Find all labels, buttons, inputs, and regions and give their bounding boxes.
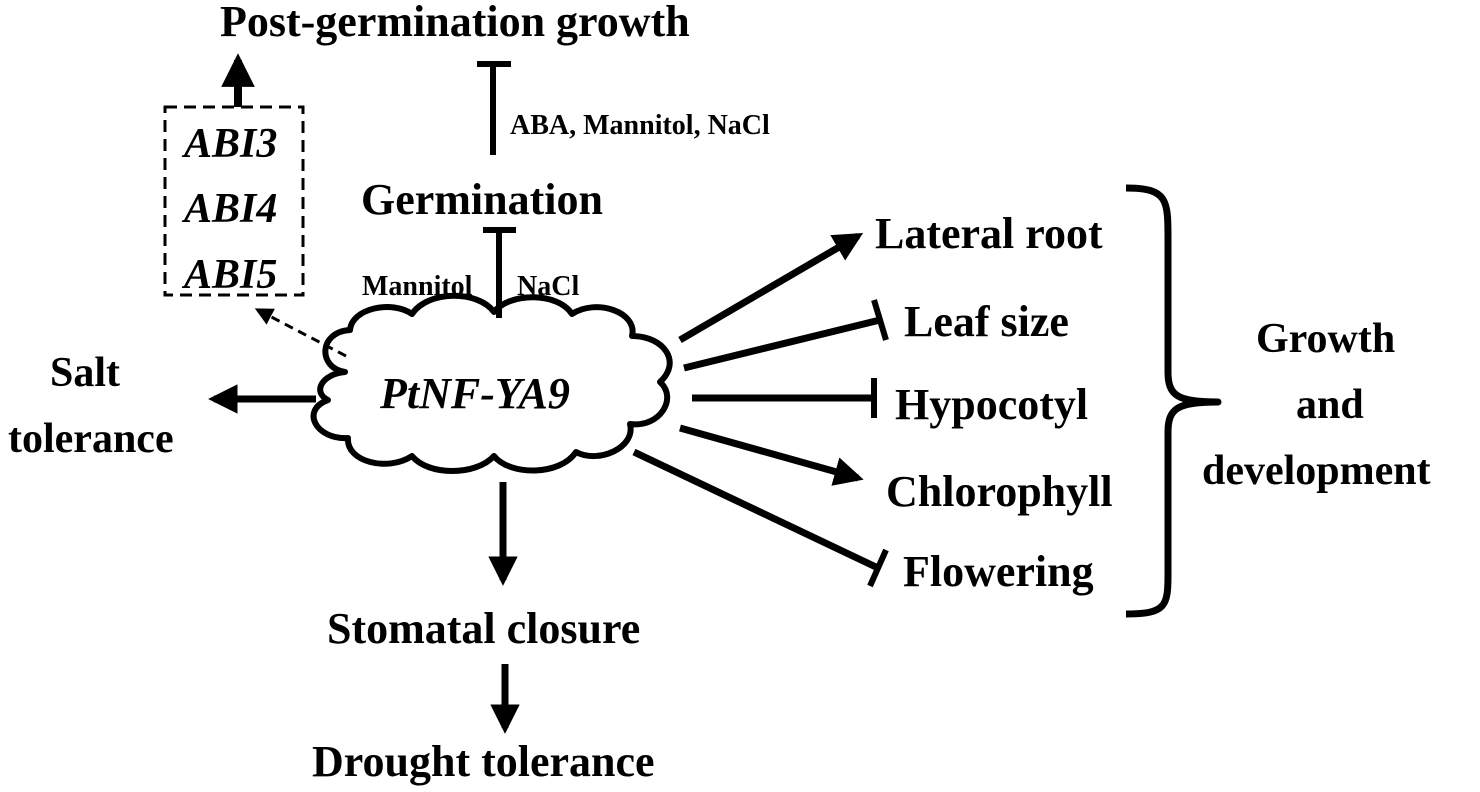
label-germination: Germination bbox=[361, 175, 603, 224]
label-abi5: ABI5 bbox=[184, 252, 278, 298]
growth-brace bbox=[1125, 184, 1222, 618]
inhibit-bar-flowering bbox=[867, 548, 889, 588]
label-development: development bbox=[1202, 448, 1431, 494]
label-abi4: ABI4 bbox=[184, 186, 278, 232]
label-gene-ptnf-ya9: PtNF-YA9 bbox=[380, 369, 570, 418]
label-flowering: Flowering bbox=[903, 547, 1094, 596]
arrow-gene-to-chlorophyll bbox=[679, 424, 864, 486]
label-lateral-root: Lateral root bbox=[875, 209, 1103, 258]
label-leaf-size: Leaf size bbox=[904, 297, 1069, 346]
arrow-gene-to-lateral-root bbox=[678, 232, 864, 344]
dashed-arrow-gene-to-abi bbox=[254, 308, 347, 358]
inhibit-gene-to-flowering bbox=[632, 448, 880, 572]
label-growth: Growth bbox=[1256, 316, 1396, 362]
label-abi3: ABI3 bbox=[184, 121, 278, 167]
label-mannitol: Mannitol bbox=[362, 271, 473, 302]
label-salt-tolerance-line2: tolerance bbox=[8, 416, 174, 462]
inhibit-gene-to-leaf-size bbox=[683, 316, 881, 372]
inhibit-bar-leaf-size bbox=[871, 299, 889, 341]
label-and: and bbox=[1296, 382, 1364, 428]
label-salt-tolerance-line1: Salt bbox=[50, 350, 121, 396]
label-stomatal-closure: Stomatal closure bbox=[327, 604, 641, 653]
label-post-germination-growth: Post-germination growth bbox=[220, 0, 690, 46]
label-aba-mannitol-nacl: ABA, Mannitol, NaCl bbox=[510, 110, 770, 141]
label-drought-tolerance: Drought tolerance bbox=[312, 737, 655, 786]
label-nacl: NaCl bbox=[517, 271, 580, 302]
label-hypocotyl: Hypocotyl bbox=[895, 380, 1089, 429]
gene-cloud bbox=[310, 292, 673, 474]
label-chlorophyll: Chlorophyll bbox=[886, 467, 1113, 516]
